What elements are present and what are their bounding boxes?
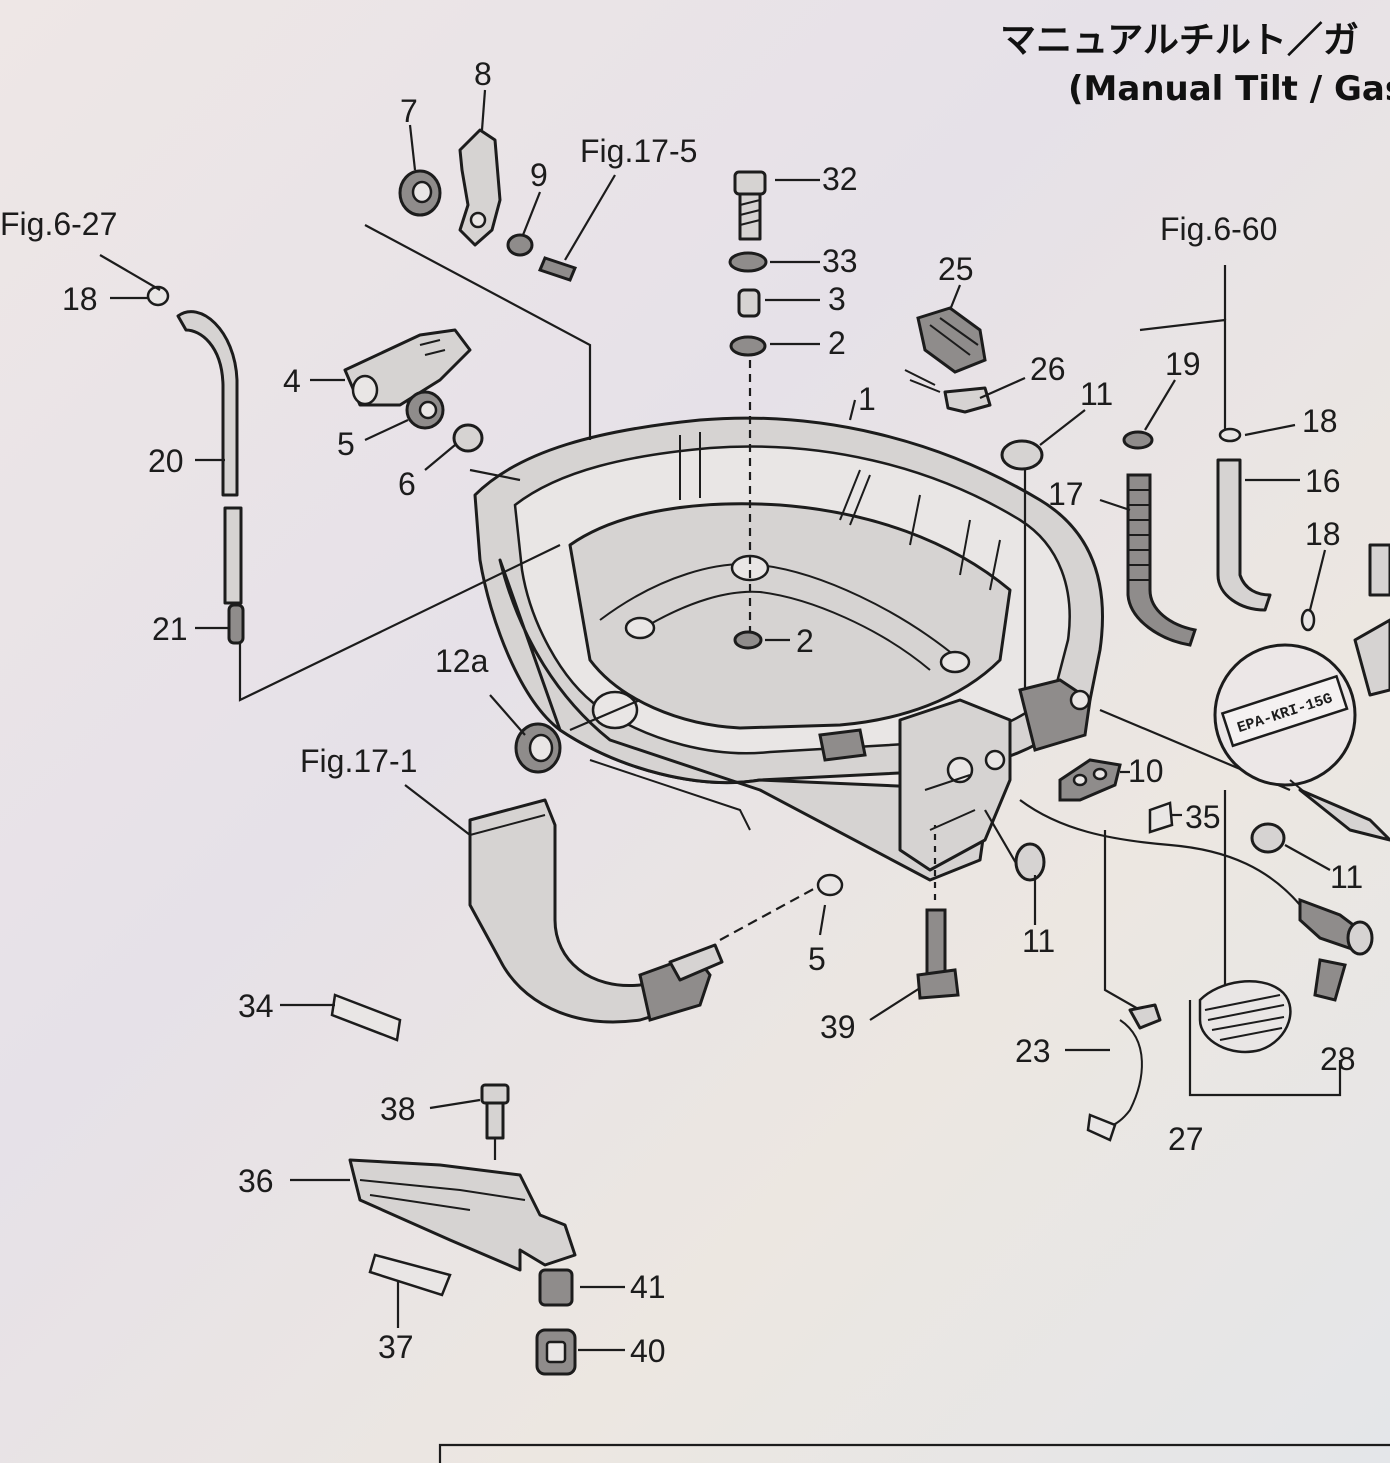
callout-11-top: 11 [1080, 376, 1113, 412]
part-34-plate [330, 993, 402, 1042]
callout-11-lower: 11 [1022, 923, 1055, 959]
bottom-cowling [473, 416, 1104, 882]
part-20-hose [176, 310, 239, 497]
part-9-washer [506, 233, 534, 257]
callout-6: 6 [398, 466, 416, 502]
part-12a-grommet [514, 722, 562, 774]
bolt-fig-17-5 [537, 256, 578, 282]
part-32-bolt [733, 170, 767, 241]
part-7-collar [398, 169, 442, 217]
part-41-nut [538, 1268, 574, 1307]
part-33-washer [728, 251, 768, 273]
part-11-cap-top [1000, 439, 1044, 471]
title-japanese: マニュアルチルト／ガ [1000, 20, 1359, 61]
part-23-wire [1086, 1003, 1162, 1142]
part-37-plate [368, 1253, 452, 1297]
part-38-bolt [480, 1083, 510, 1140]
part-4-tilt-lock [343, 328, 472, 407]
callout-39: 39 [820, 1009, 856, 1045]
title-english: (Manual Tilt / Gas [1068, 69, 1390, 109]
bolt-partial-right [1368, 543, 1390, 597]
part-11-cap-lower [1014, 842, 1046, 882]
part-35-tag [1148, 801, 1174, 834]
callout-9: 9 [530, 157, 548, 193]
part-21-connector [227, 603, 245, 645]
callout-26: 26 [1030, 351, 1066, 387]
callout-16: 16 [1305, 463, 1341, 499]
callout-23: 23 [1015, 1033, 1051, 1069]
callout-20: 20 [148, 443, 184, 479]
part-18-clip-left [146, 285, 170, 307]
callout-37: 37 [378, 1329, 414, 1365]
callout-10: 10 [1128, 753, 1164, 789]
callout-4: 4 [283, 363, 301, 399]
callout-35: 35 [1185, 799, 1221, 835]
part-26-clip [943, 386, 992, 414]
callout-5-upper: 5 [337, 426, 355, 462]
callout-38: 38 [380, 1091, 416, 1127]
callout-41: 41 [630, 1269, 666, 1305]
callout-36: 36 [238, 1163, 274, 1199]
tiller-handle-fig-17-1 [468, 798, 724, 1024]
callout-5-lower: 5 [808, 941, 826, 977]
part-5-spring [405, 390, 445, 430]
callout-32: 32 [822, 161, 858, 197]
stop-switch-cable [1019, 799, 1301, 906]
callout-7: 7 [400, 93, 418, 129]
callout-1: 1 [858, 381, 876, 417]
figure-border [438, 1443, 1390, 1463]
callout-18-left: 18 [62, 281, 98, 317]
callout-18-right-lower: 18 [1305, 516, 1341, 552]
callout-28: 28 [1320, 1041, 1356, 1077]
callout-27: 27 [1168, 1121, 1204, 1157]
fig-ref-6-27: Fig.6-27 [0, 206, 117, 242]
part-5-washer-lower [816, 873, 844, 897]
part-18-clip-right-top [1218, 427, 1242, 443]
callout-2-top: 2 [828, 325, 846, 361]
part-6-collar [452, 423, 484, 453]
callout-19: 19 [1165, 346, 1201, 382]
callout-25: 25 [938, 251, 974, 287]
callout-numbers: 1 2 2 3 4 5 5 6 7 8 9 10 11 11 11 12a 16… [62, 56, 1363, 1369]
part-2-grommet-top [729, 335, 767, 357]
part-25-grommet [904, 306, 987, 393]
part-39-bolt [916, 908, 960, 1000]
callout-17: 17 [1048, 476, 1084, 512]
part-11-cap-right [1250, 822, 1286, 854]
callout-2-bottom: 2 [796, 623, 814, 659]
part-16-hose [1216, 458, 1272, 612]
callout-8: 8 [474, 56, 492, 92]
callout-40: 40 [630, 1333, 666, 1369]
fig-ref-17-1: Fig.17-1 [300, 743, 417, 779]
callout-3: 3 [828, 281, 846, 317]
leader-lines [238, 224, 1342, 1160]
part-3-collar [737, 288, 761, 318]
fig-ref-6-60: Fig.6-60 [1160, 211, 1277, 247]
fuel-connector-partial [1353, 618, 1390, 697]
part-8-tilt-lever [458, 128, 502, 247]
hose-segment [223, 506, 243, 605]
callout-leaders [110, 89, 1331, 1352]
callout-18-right-top: 18 [1302, 403, 1338, 439]
part-36-friction-block [348, 1158, 577, 1272]
part-18-clip-right-lower [1300, 608, 1316, 632]
callout-21: 21 [152, 611, 188, 647]
callout-11-right: 11 [1330, 859, 1363, 895]
part-28-lanyard [1198, 958, 1347, 1054]
part-17-fuel-hose [1126, 473, 1197, 647]
part-40-cap [535, 1328, 577, 1376]
part-2-grommet-bottom [733, 630, 763, 650]
emission-label-callout: EPA-KRI-15G [1213, 643, 1390, 842]
part-10-bracket [1058, 758, 1122, 802]
callout-34: 34 [238, 988, 274, 1024]
callout-33: 33 [822, 243, 858, 279]
callout-12a: 12a [435, 643, 489, 679]
part-19-clamp [1122, 430, 1154, 450]
fig-ref-17-5: Fig.17-5 [580, 133, 697, 169]
